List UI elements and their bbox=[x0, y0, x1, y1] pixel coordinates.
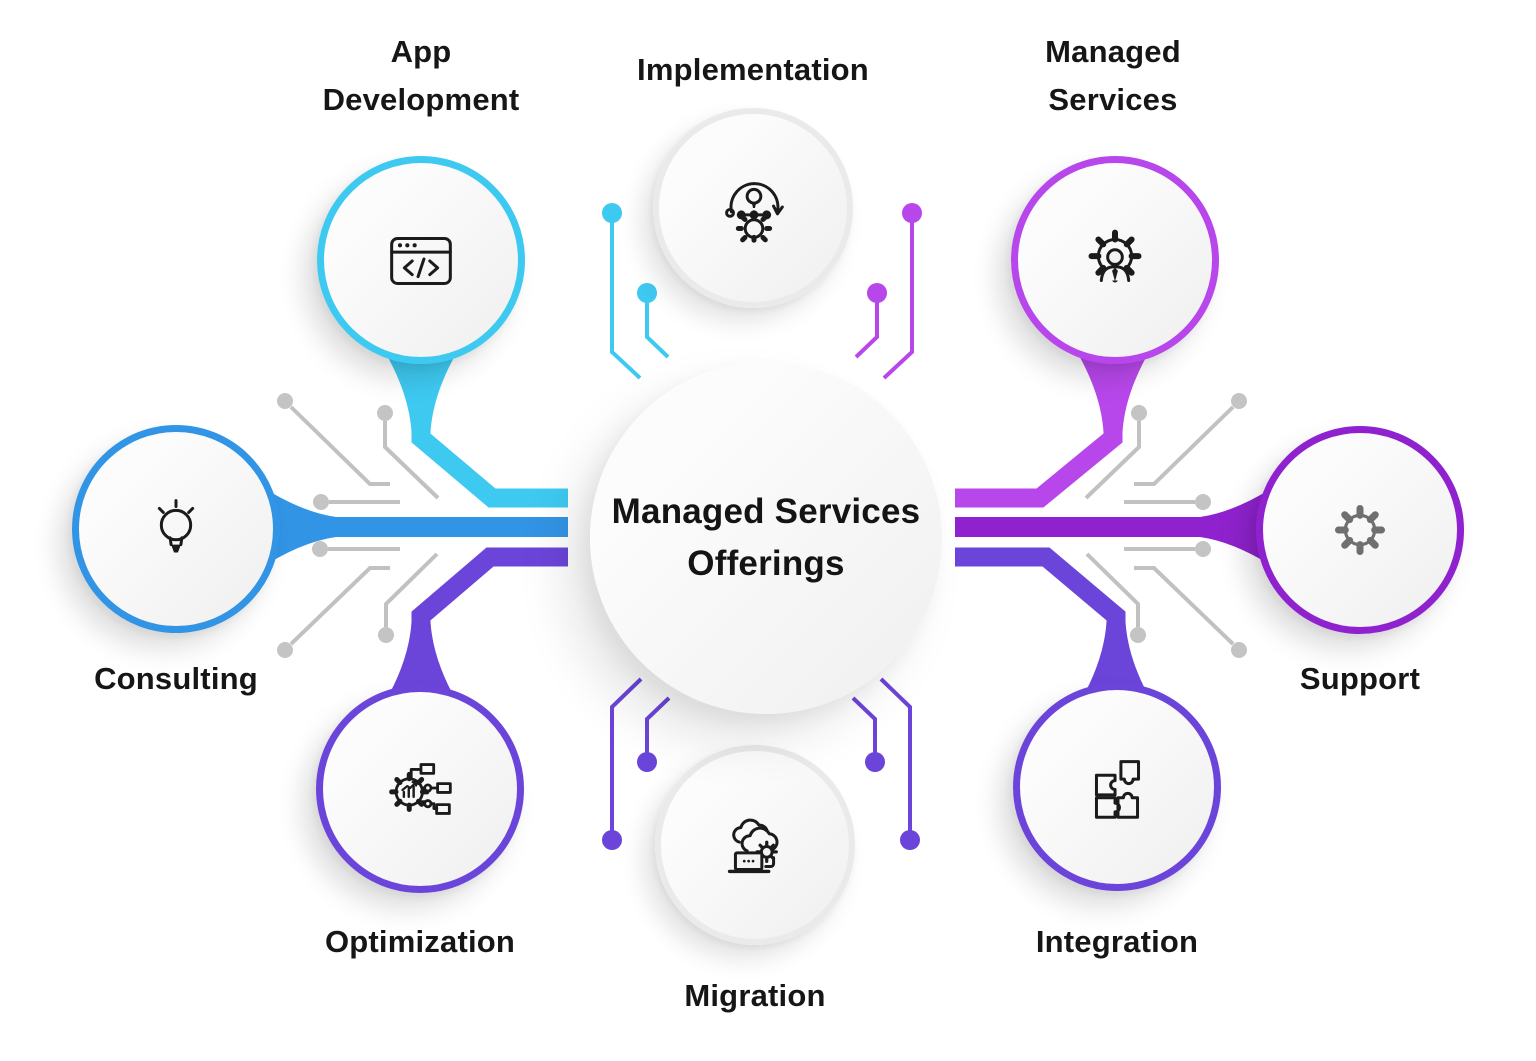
label-migration: Migration bbox=[684, 978, 826, 1013]
circuit-dots-cyan bbox=[602, 203, 657, 303]
label-integration: Integration bbox=[1035, 924, 1199, 959]
node-managed-services bbox=[1011, 156, 1219, 364]
manager-gear-icon bbox=[1071, 216, 1159, 304]
label-consulting: Consulting bbox=[94, 661, 258, 696]
circuit-dots-violet bbox=[602, 752, 920, 850]
label-support: Support bbox=[1299, 661, 1421, 696]
lightbulb-icon bbox=[132, 485, 220, 553]
code-window-icon bbox=[377, 216, 465, 304]
central-title-line2: Offerings bbox=[687, 544, 845, 583]
node-migration bbox=[655, 745, 855, 945]
circuit-traces-violet bbox=[610, 677, 912, 831]
circuit-traces-gray bbox=[289, 405, 1235, 646]
node-optimization bbox=[316, 685, 524, 893]
node-integration bbox=[1013, 683, 1221, 891]
circuit-dots-gray bbox=[277, 393, 1247, 658]
label-app-development: App Development bbox=[322, 34, 520, 118]
connector-optimization bbox=[385, 547, 568, 706]
node-implementation bbox=[653, 108, 853, 308]
gear-icon bbox=[1316, 486, 1404, 574]
puzzle-pieces-icon bbox=[1073, 743, 1161, 831]
circuit-traces-cyan bbox=[610, 222, 670, 380]
central-title: Managed Services Offerings bbox=[612, 486, 921, 591]
label-implementation: Implementation bbox=[637, 52, 869, 87]
circuit-dots-magenta bbox=[867, 203, 922, 303]
label-managed-services: Managed Services bbox=[1045, 34, 1181, 118]
gear-idea-process-icon bbox=[709, 164, 797, 252]
connector-managed-services bbox=[955, 350, 1149, 508]
node-support bbox=[1256, 426, 1464, 634]
node-app-development bbox=[317, 156, 525, 364]
cloud-migration-icon bbox=[711, 801, 799, 889]
connector-app-development bbox=[385, 350, 568, 508]
central-node: Managed Services Offerings bbox=[590, 362, 942, 714]
central-title-line1: Managed Services bbox=[611, 491, 921, 531]
connector-integration bbox=[955, 547, 1152, 706]
label-optimization: Optimization bbox=[324, 924, 516, 959]
node-consulting bbox=[72, 425, 280, 633]
gear-analytics-icon bbox=[376, 745, 464, 833]
circuit-traces-magenta bbox=[854, 222, 914, 380]
